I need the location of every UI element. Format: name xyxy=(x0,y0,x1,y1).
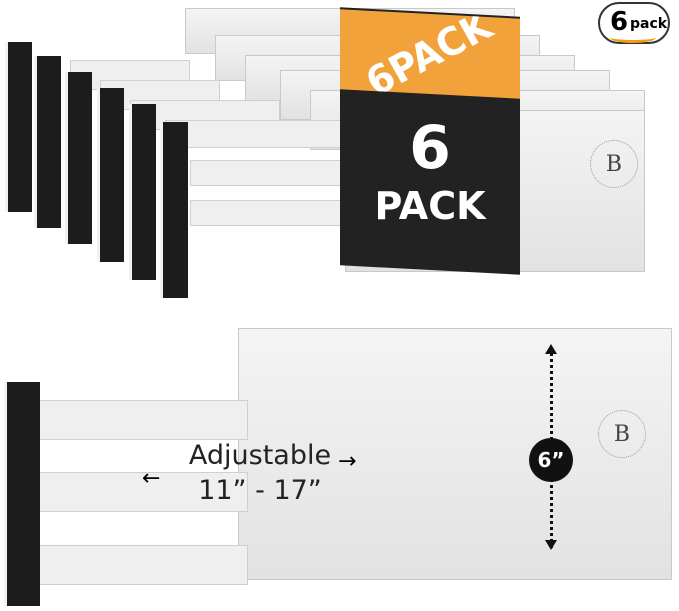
up-arrowhead-icon xyxy=(545,344,557,354)
left-arrow-icon: ← xyxy=(142,466,161,491)
band-word: PACK xyxy=(374,184,486,228)
divider-end-cap xyxy=(160,122,188,298)
divider-rail xyxy=(190,200,350,226)
smile-arrow-icon xyxy=(610,32,656,43)
divider-end-cap xyxy=(5,42,32,212)
brand-logo: B xyxy=(598,410,646,458)
adjustable-label: Adjustable xyxy=(188,440,332,471)
extension-rail xyxy=(38,545,248,585)
right-arrow-icon: → xyxy=(338,449,357,474)
height-marker: 6” xyxy=(529,438,573,482)
divider-end-cap xyxy=(65,72,92,244)
divider-end-cap xyxy=(34,56,61,228)
extension-rail xyxy=(38,400,248,440)
six-pack-badge: 6 pack xyxy=(598,2,670,44)
orange-label-text: 6PACK xyxy=(358,9,500,99)
extension-rail xyxy=(38,472,248,512)
adjustable-range: 11” - 17” xyxy=(198,475,322,506)
orange-label: 6PACK xyxy=(340,9,520,99)
divider-end-cap xyxy=(4,382,40,606)
down-arrowhead-icon xyxy=(545,540,557,550)
divider-end-cap xyxy=(129,104,156,280)
large-divider-board xyxy=(238,328,672,580)
divider-rail xyxy=(190,160,350,186)
divider-rail xyxy=(165,120,345,148)
divider-end-cap xyxy=(97,88,124,262)
band-number: 6 xyxy=(409,113,451,183)
brand-logo: B xyxy=(590,140,638,188)
